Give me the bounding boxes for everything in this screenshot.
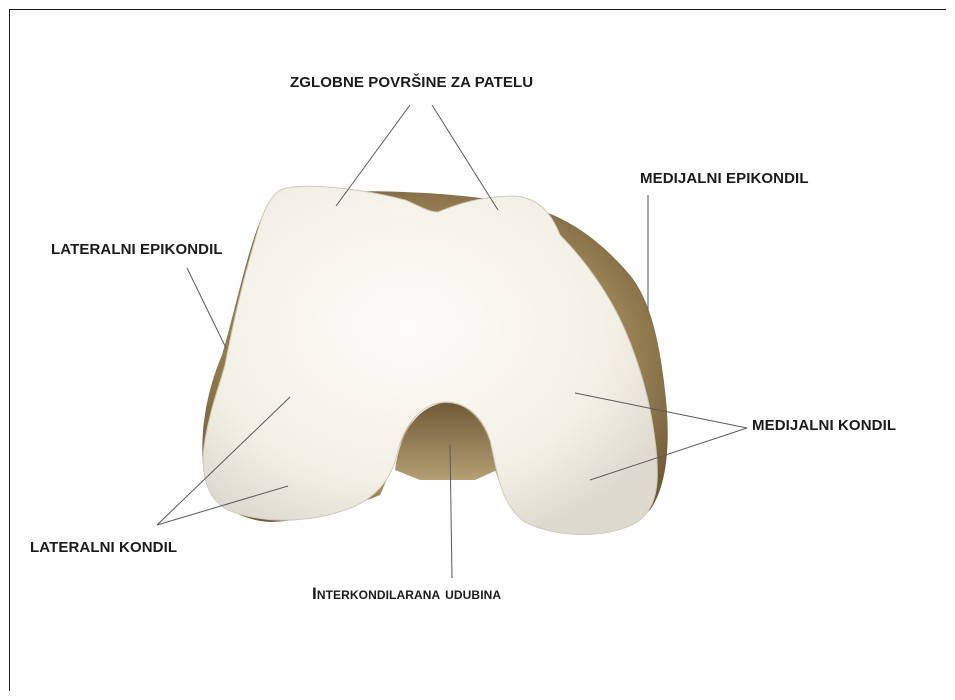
leader-lateral-epicondyle [187, 268, 226, 348]
label-medial-epicondyle: MEDIJALNI EPIKONDIL [640, 170, 809, 187]
label-medial-condyle: MEDIJALNI KONDIL [752, 417, 896, 434]
label-lateral-condyle: LATERALNI KONDIL [30, 539, 177, 556]
label-lateral-epicondyle: LATERALNI EPIKONDIL [51, 241, 223, 258]
label-intercondylar-notch: Interkondilarana udubina [312, 584, 501, 604]
leader-patella-left [336, 105, 410, 206]
label-patellar-surfaces: ZGLOBNE POVRŠINE ZA PATELU [290, 74, 533, 91]
